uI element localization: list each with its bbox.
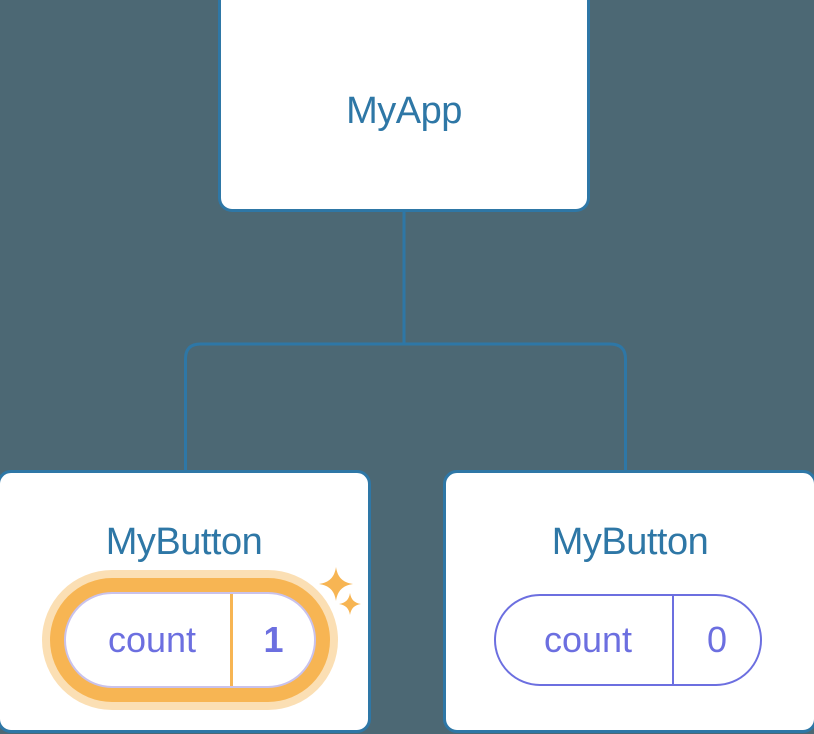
- root-component-label: MyApp: [346, 90, 462, 132]
- state-key-left: count: [107, 619, 197, 660]
- child-component-label-right: MyButton: [551, 521, 709, 563]
- state-chip-left[interactable]: count 1: [64, 592, 316, 688]
- child-component-label-left: MyButton: [105, 521, 263, 563]
- state-value-right: 0: [672, 596, 760, 684]
- state-chip-highlighted[interactable]: count 1: [42, 570, 338, 710]
- state-chip-plain[interactable]: count 0: [494, 594, 762, 686]
- branch-bus: [184, 342, 627, 472]
- root-component-node[interactable]: MyApp: [218, 0, 590, 212]
- state-key-right: count: [543, 619, 633, 660]
- state-value-left: 1: [230, 594, 314, 686]
- child-component-node-right[interactable]: MyButton: [443, 470, 814, 733]
- state-chip-right[interactable]: count 0: [494, 594, 762, 686]
